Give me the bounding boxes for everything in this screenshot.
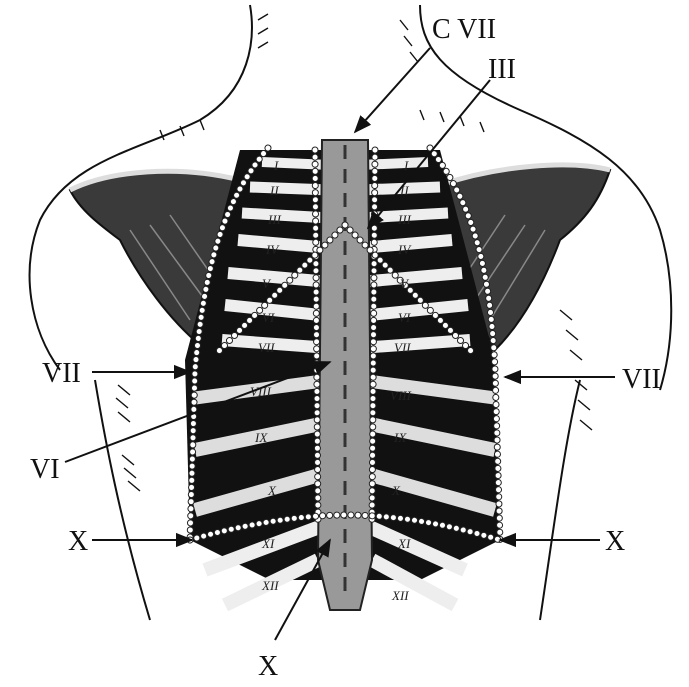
rib-label: IX [254, 430, 268, 445]
spine [318, 140, 372, 610]
rib-label: XI [261, 536, 275, 551]
rib-label: XII [391, 588, 409, 603]
rib-label: VII [394, 340, 411, 355]
rib-label: I [273, 158, 279, 173]
rib-label: VII [258, 340, 275, 355]
rib-label: I [403, 158, 409, 173]
label-right-vii: VII [622, 364, 661, 395]
rib-label: VIII [390, 388, 412, 403]
rib-label: X [267, 483, 277, 498]
right-arm-hatching [560, 310, 592, 430]
rib-label: II [269, 183, 279, 198]
rib-label: IV [265, 242, 280, 257]
label-bottom-x: X [258, 651, 278, 682]
rib-label: VI [398, 310, 411, 325]
rib-label: IV [397, 242, 412, 257]
label-left-vii: VII [42, 358, 81, 389]
rib-label: VI [262, 310, 275, 325]
label-left-x: X [68, 526, 88, 557]
rib-label: XI [397, 536, 411, 551]
rib-label: III [267, 212, 282, 227]
label-c7: C VII [432, 14, 496, 45]
label-th3: III [488, 54, 516, 85]
arrow-c7 [355, 48, 430, 132]
label-left-vi: VI [30, 454, 60, 485]
rib-label: X [391, 483, 401, 498]
rib-label: III [397, 212, 412, 227]
label-right-x: X [605, 526, 625, 557]
rib-label: IX [393, 430, 407, 445]
rib-label: XII [261, 578, 279, 593]
